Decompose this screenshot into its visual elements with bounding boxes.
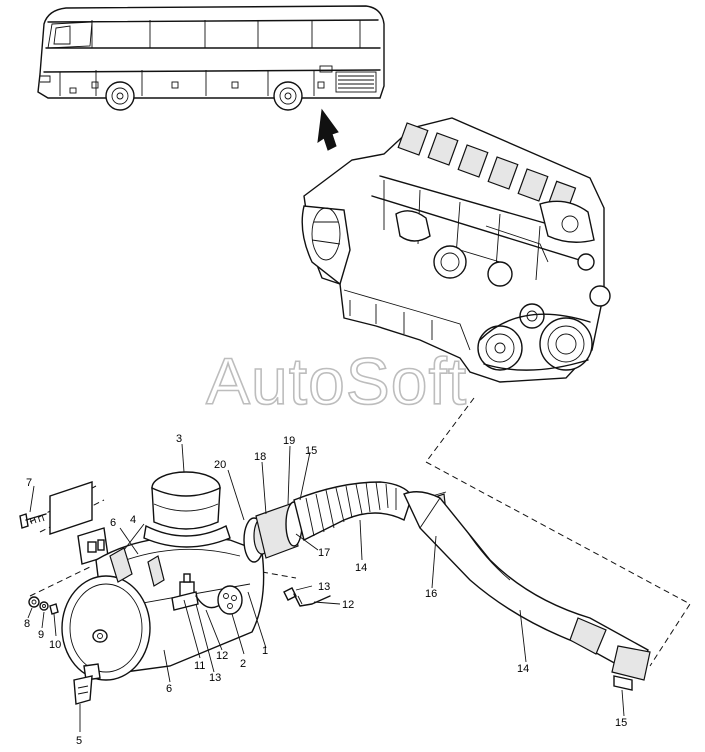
callout-1: 1: [262, 645, 268, 657]
callout-17: 17: [318, 547, 330, 559]
callout-11: 11: [194, 660, 205, 672]
intake-hose-icon: [255, 481, 651, 691]
watermark: AutoSoft: [206, 344, 467, 418]
callout-19: 19: [283, 435, 295, 447]
callout-5: 5: [76, 735, 82, 747]
air-filter-icon: [19, 471, 271, 705]
sensor-fitting: [283, 587, 331, 607]
callout-3: 3: [176, 433, 182, 445]
callout-9: 9: [38, 629, 44, 641]
engine-icon: [301, 117, 611, 383]
callout-8: 8: [24, 618, 30, 630]
bus-icon: [37, 5, 385, 111]
callout-12-left: 12: [216, 650, 228, 662]
callout-4: 4: [130, 514, 136, 526]
callout-14-mid: 14: [355, 562, 367, 574]
callout-10: 10: [49, 639, 61, 651]
callout-12-right: 12: [342, 599, 354, 611]
callout-14-right: 14: [517, 663, 529, 675]
callout-20: 20: [214, 459, 226, 471]
callout-15-top: 15: [305, 445, 317, 457]
callout-2: 2: [240, 658, 246, 670]
callout-labels: 3 20 18 19 15 4 6 7 17 14 13 12 16 8 9 1…: [24, 433, 627, 747]
callout-15-bottom: 15: [615, 717, 627, 729]
callout-13-right: 13: [318, 581, 330, 593]
location-arrow-icon: [317, 108, 339, 151]
callout-18: 18: [254, 451, 266, 463]
callout-6-top: 6: [110, 517, 116, 529]
callout-6-bottom: 6: [166, 683, 172, 695]
callout-13-left: 13: [209, 672, 221, 684]
callout-16: 16: [425, 588, 437, 600]
callout-7: 7: [26, 477, 32, 489]
callout-leaders: [27, 443, 625, 732]
